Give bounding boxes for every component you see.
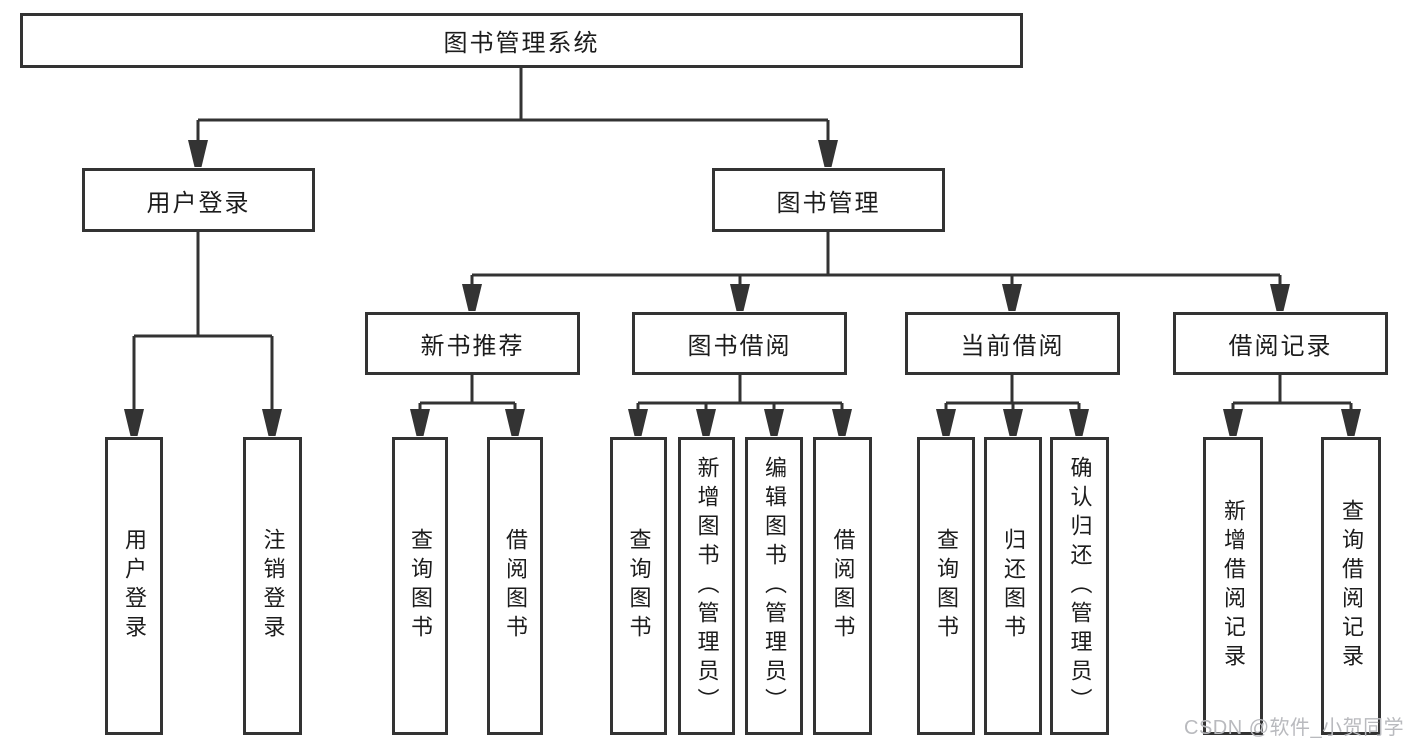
- arrowheads: [124, 140, 1361, 436]
- leaf-recommend-borrow-books: 借阅图书: [487, 437, 543, 735]
- leaf-current-query-books: 查询图书: [917, 437, 975, 735]
- leaf-borrow-books: 借阅图书: [813, 437, 872, 735]
- leaf-logout: 注销登录: [243, 437, 302, 735]
- node-user-login: 用户登录: [82, 168, 315, 232]
- node-root: 图书管理系统: [20, 13, 1023, 68]
- leaf-recommend-query-books: 查询图书: [392, 437, 448, 735]
- node-new-book-recommend: 新书推荐: [365, 312, 580, 375]
- leaf-confirm-return-admin: 确认归还（管理员）: [1050, 437, 1109, 735]
- leaf-user-login: 用户登录: [105, 437, 163, 735]
- node-borrow-records: 借阅记录: [1173, 312, 1388, 375]
- leaf-edit-book-admin: 编辑图书（管理员）: [745, 437, 803, 735]
- leaf-return-book: 归还图书: [984, 437, 1042, 735]
- node-book-management: 图书管理: [712, 168, 945, 232]
- node-book-borrow: 图书借阅: [632, 312, 847, 375]
- node-current-borrow: 当前借阅: [905, 312, 1120, 375]
- leaf-add-book-admin: 新增图书（管理员）: [678, 437, 735, 735]
- watermark: CSDN @软件_小贺同学: [1184, 717, 1405, 739]
- leaf-borrow-query-books: 查询图书: [610, 437, 667, 735]
- leaf-add-borrow-record: 新增借阅记录: [1203, 437, 1263, 735]
- leaf-query-borrow-record: 查询借阅记录: [1321, 437, 1381, 735]
